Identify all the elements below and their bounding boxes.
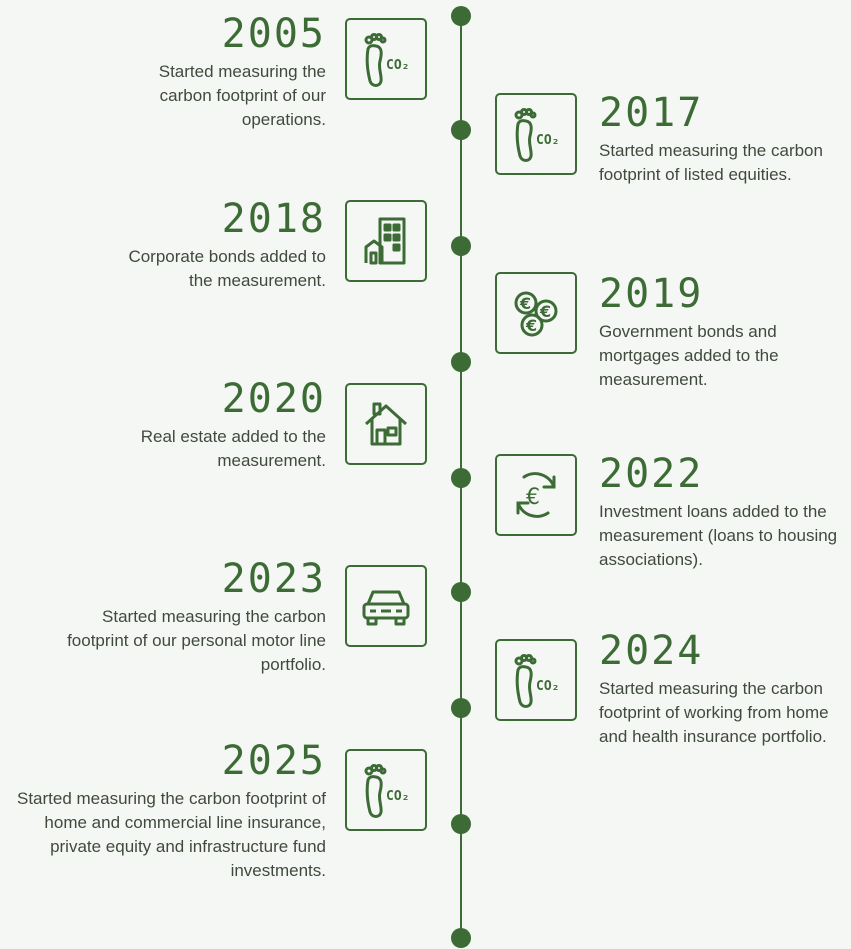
- timeline-dot: [451, 120, 471, 140]
- entry-description: Corporate bonds added to the measurement…: [128, 247, 326, 290]
- svg-text:CO₂: CO₂: [536, 679, 559, 694]
- entry-description: Investment loans added to the measuremen…: [599, 502, 838, 569]
- timeline-dot: [451, 236, 471, 256]
- timeline-entry-2023: 2023 Started measuring the carbon footpr…: [6, 559, 326, 677]
- svg-text:CO₂: CO₂: [386, 789, 409, 804]
- entry-year: 2018: [221, 196, 326, 242]
- timeline-entry-2005: 2005 Started measuring the carbon footpr…: [6, 14, 326, 132]
- timeline-entry-2019: 2019 Government bonds and mortgages adde…: [599, 274, 839, 392]
- entry-description: Started measuring the carbon footprint o…: [16, 789, 326, 880]
- timeline-entry-2018: 2018 Corporate bonds added to the measur…: [6, 199, 326, 293]
- timeline-dot: [451, 468, 471, 488]
- footprint-co2-icon: CO₂: [345, 18, 427, 100]
- entry-year: 2019: [599, 271, 704, 317]
- entry-description: Started measuring the carbon footprint o…: [67, 607, 326, 674]
- entry-year: 2023: [221, 556, 326, 602]
- svg-text:€: €: [519, 294, 531, 313]
- entry-year: 2020: [221, 376, 326, 422]
- timeline-entry-2025: 2025 Started measuring the carbon footpr…: [0, 741, 326, 883]
- entry-description: Started measuring the carbon footprint o…: [158, 62, 326, 129]
- timeline-dot: [451, 698, 471, 718]
- car-icon: [345, 565, 427, 647]
- footprint-co2-icon: CO₂: [345, 749, 427, 831]
- footprint-co2-icon: CO₂: [495, 639, 577, 721]
- timeline-entry-2022: 2022 Investment loans added to the measu…: [599, 454, 849, 572]
- entry-description: Government bonds and mortgages added to …: [599, 322, 779, 389]
- entry-year: 2022: [599, 451, 704, 497]
- timeline-dot: [451, 928, 471, 948]
- svg-text:€: €: [539, 302, 551, 321]
- entry-description: Real estate added to the measurement.: [140, 427, 326, 470]
- timeline-entry-2017: 2017 Started measuring the carbon footpr…: [599, 93, 839, 187]
- entry-year: 2005: [221, 11, 326, 57]
- entry-year: 2024: [599, 628, 704, 674]
- house-icon: [345, 383, 427, 465]
- timeline-dot: [451, 582, 471, 602]
- svg-text:CO₂: CO₂: [536, 133, 559, 148]
- entry-description: Started measuring the carbon footprint o…: [599, 679, 829, 746]
- footprint-co2-icon: CO₂: [495, 93, 577, 175]
- entry-description: Started measuring the carbon footprint o…: [599, 141, 823, 184]
- timeline-entry-2020: 2020 Real estate added to the measuremen…: [6, 379, 326, 473]
- timeline-dot: [451, 6, 471, 26]
- svg-text:€: €: [526, 485, 540, 510]
- timeline-entry-2024: 2024 Started measuring the carbon footpr…: [599, 631, 849, 749]
- euro-coins-icon: € € €: [495, 272, 577, 354]
- euro-cycle-icon: €: [495, 454, 577, 536]
- svg-text:€: €: [525, 316, 537, 335]
- entry-year: 2017: [599, 90, 704, 136]
- entry-year: 2025: [221, 738, 326, 784]
- timeline-dot: [451, 352, 471, 372]
- building-icon: [345, 200, 427, 282]
- timeline-dot: [451, 814, 471, 834]
- svg-text:CO₂: CO₂: [386, 58, 409, 73]
